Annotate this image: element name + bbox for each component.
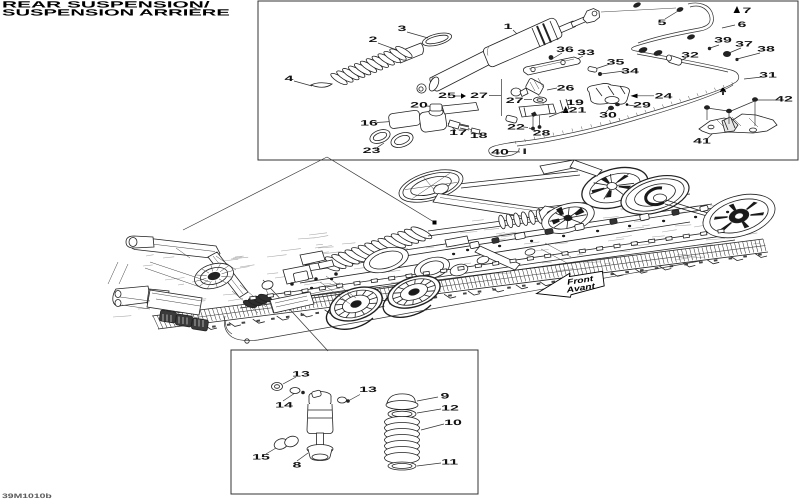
svg-text:22: 22 — [507, 123, 526, 132]
svg-text:23: 23 — [363, 146, 382, 155]
svg-text:6: 6 — [738, 20, 748, 29]
svg-text:5: 5 — [658, 18, 668, 27]
svg-text:13: 13 — [359, 385, 378, 394]
svg-text:27: 27 — [470, 91, 488, 100]
svg-text:32: 32 — [681, 50, 700, 59]
svg-text:8: 8 — [293, 461, 303, 470]
svg-text:11: 11 — [441, 458, 459, 467]
svg-text:19: 19 — [566, 98, 585, 107]
svg-text:1: 1 — [504, 22, 514, 31]
svg-text:38: 38 — [757, 45, 776, 54]
svg-text:Avant: Avant — [565, 281, 596, 294]
svg-text:2: 2 — [369, 35, 379, 44]
svg-text:9: 9 — [441, 392, 451, 401]
svg-text:26: 26 — [557, 84, 576, 93]
svg-text:34: 34 — [621, 67, 640, 76]
svg-text:21: 21 — [569, 106, 588, 115]
svg-text:17: 17 — [449, 128, 467, 137]
svg-text:41: 41 — [693, 137, 712, 146]
svg-text:42: 42 — [775, 95, 794, 104]
svg-text:27: 27 — [506, 96, 524, 105]
svg-text:30: 30 — [599, 111, 618, 120]
svg-text:14: 14 — [275, 400, 294, 409]
svg-text:37: 37 — [735, 40, 753, 49]
svg-text:25: 25 — [438, 91, 457, 100]
svg-text:18: 18 — [470, 131, 489, 140]
svg-text:39M1010b: 39M1010b — [2, 493, 52, 499]
svg-text:31: 31 — [759, 71, 778, 80]
svg-text:36: 36 — [556, 45, 575, 54]
svg-text:40: 40 — [491, 148, 510, 157]
svg-text:28: 28 — [533, 129, 552, 138]
svg-text:Front: Front — [566, 274, 594, 287]
svg-text:REAR SUSPENSION/: REAR SUSPENSION/ — [2, 0, 211, 10]
svg-text:29: 29 — [633, 101, 652, 110]
svg-text:24: 24 — [655, 92, 674, 101]
svg-text:35: 35 — [607, 58, 626, 67]
svg-text:3: 3 — [398, 24, 408, 33]
svg-text:7: 7 — [743, 6, 752, 15]
svg-text:12: 12 — [441, 404, 460, 413]
svg-text:10: 10 — [444, 418, 463, 427]
svg-text:13: 13 — [292, 369, 311, 378]
svg-text:15: 15 — [252, 453, 271, 462]
svg-text:4: 4 — [285, 74, 295, 83]
svg-text:20: 20 — [410, 100, 429, 109]
svg-text:39: 39 — [714, 36, 733, 45]
svg-text:SUSPENSION ARRIÈRE: SUSPENSION ARRIÈRE — [2, 7, 230, 17]
svg-text:33: 33 — [577, 48, 596, 57]
svg-text:16: 16 — [360, 118, 379, 127]
